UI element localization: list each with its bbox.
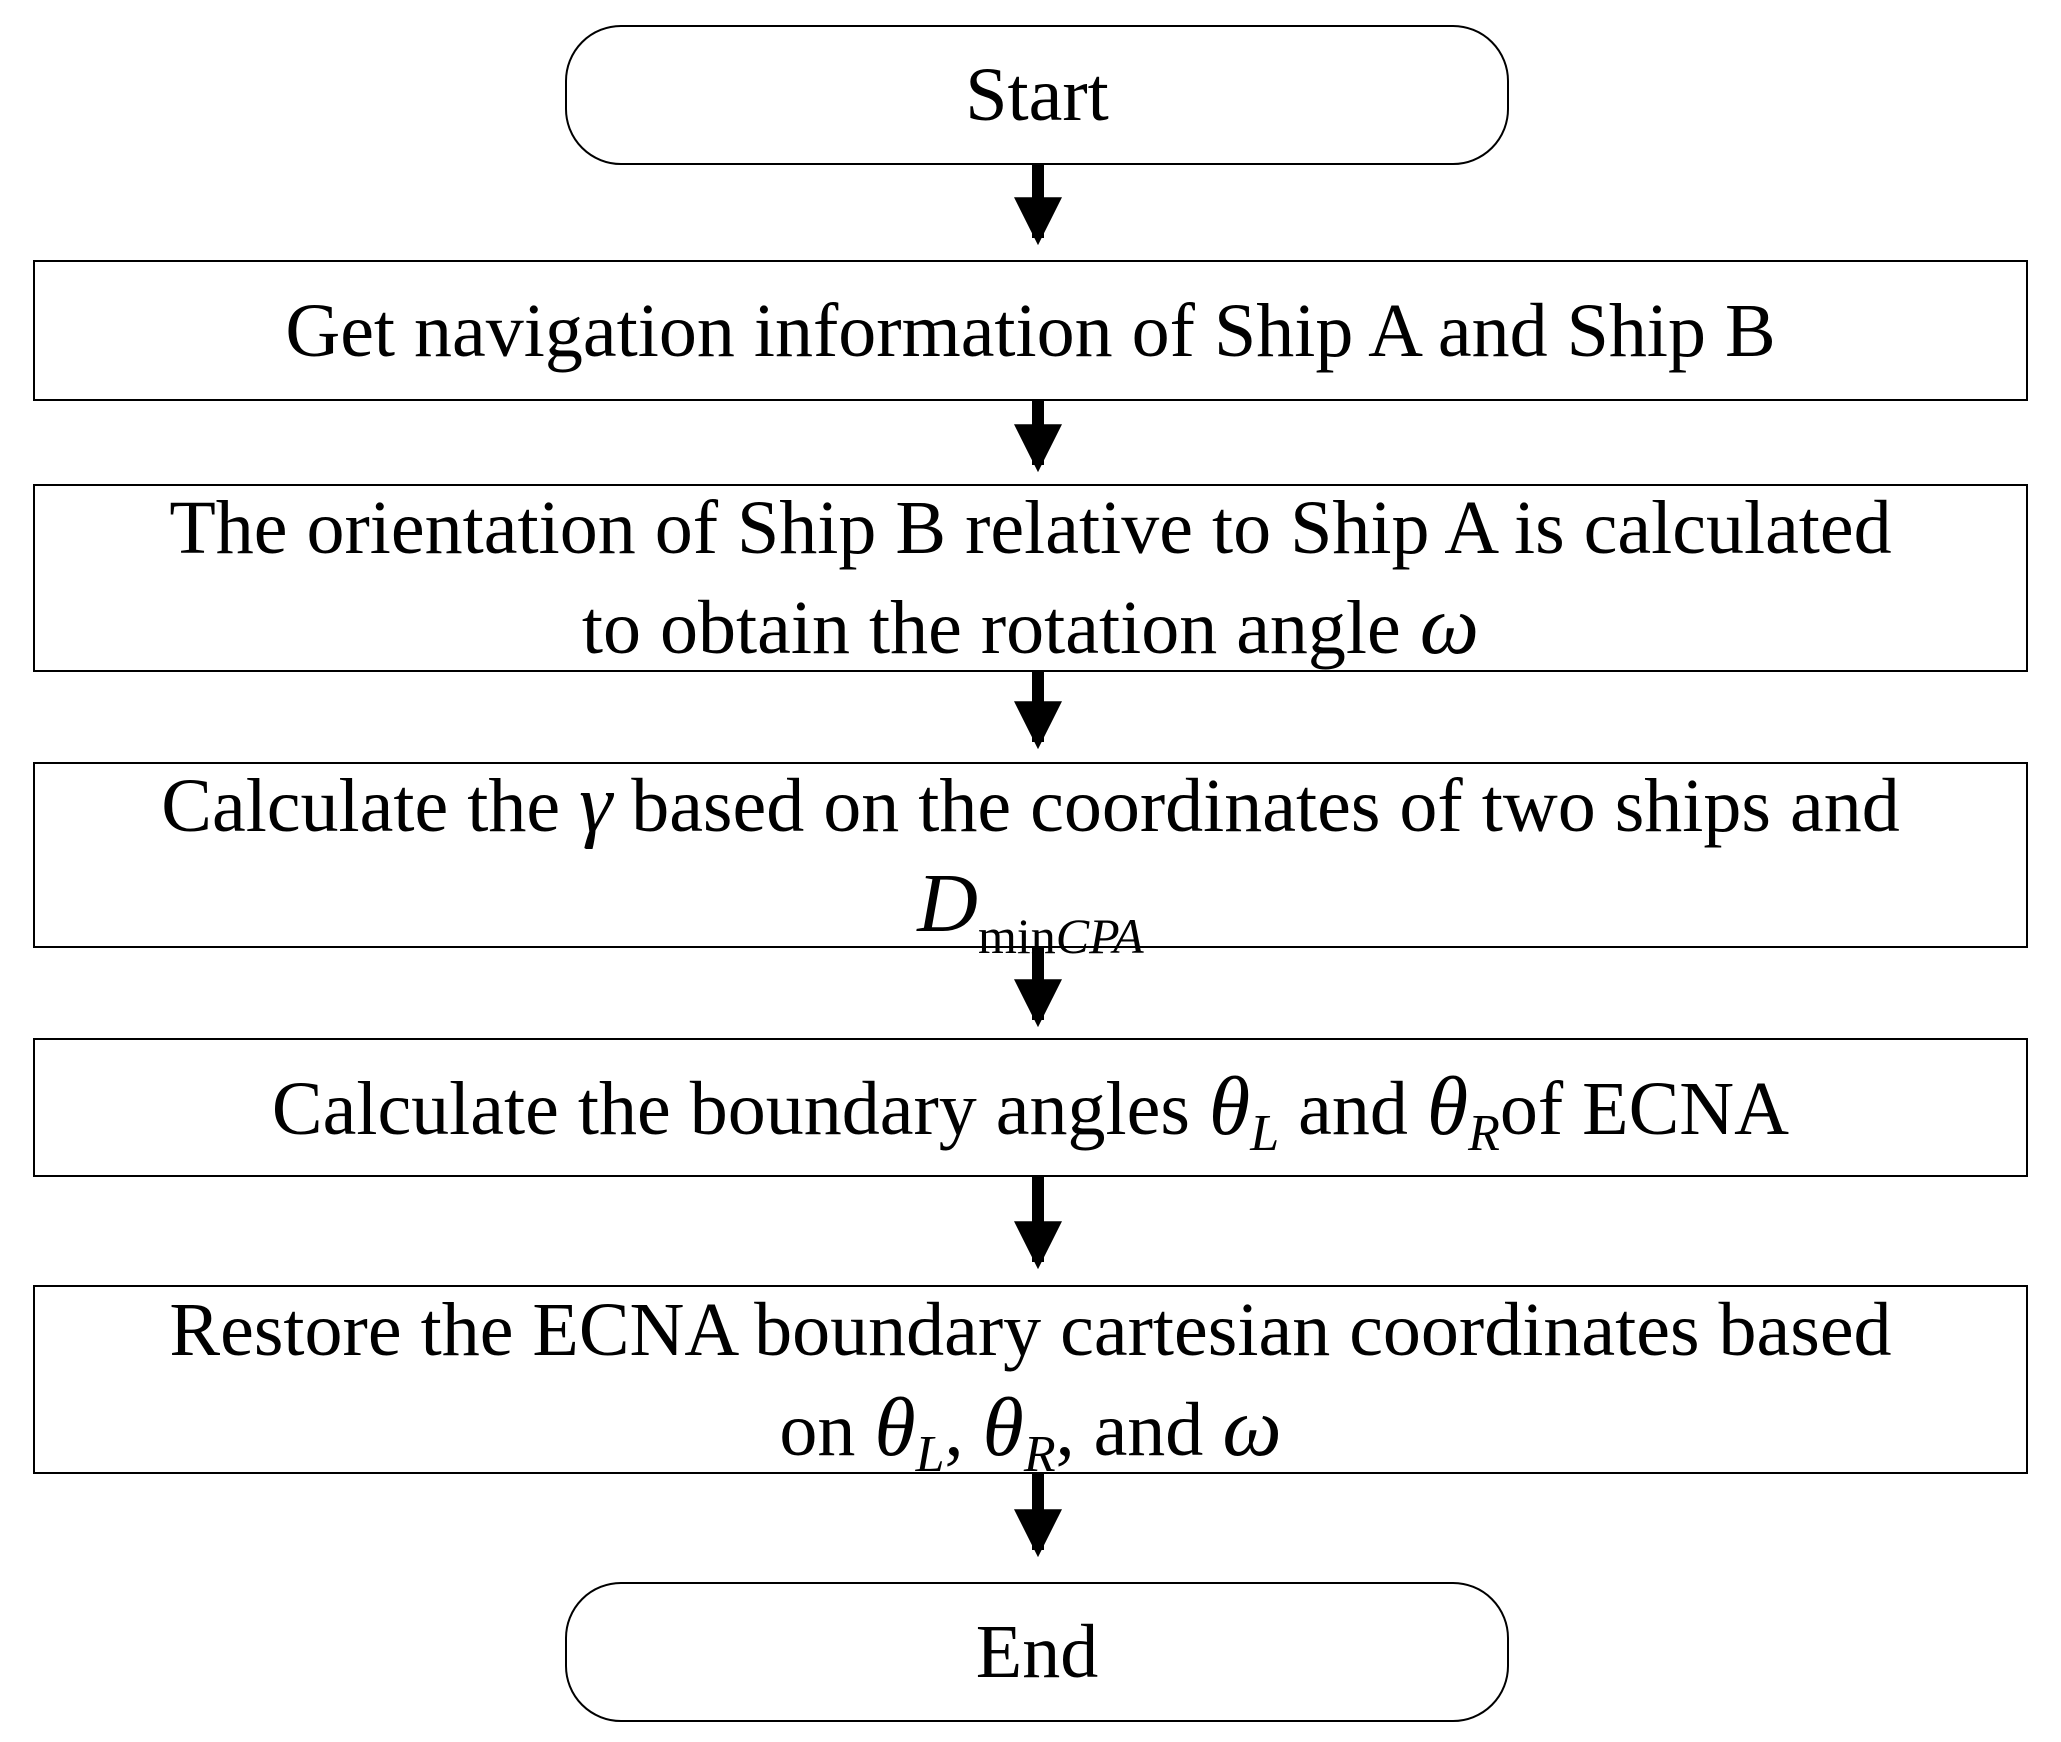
step5-text-on: on [779,1387,875,1472]
step3-line2: DminCPA [917,855,1143,961]
theta-r-subscript-2: R [1023,1425,1056,1483]
theta-l-symbol-2: θ [874,1380,916,1474]
gamma-symbol: γ [579,757,613,850]
start-node: Start [565,25,1509,165]
theta-r-symbol-2: θ [982,1380,1024,1474]
step4-text-and: and [1279,1066,1427,1151]
step2-line1: The orientation of Ship B relative to Sh… [169,486,1892,570]
step-calc-boundary-angles: Calculate the boundary angles θL and θRo… [33,1038,2028,1177]
theta-r-symbol: θ [1426,1059,1469,1153]
theta-l-subscript: L [1250,1104,1280,1162]
step3-line1: Calculate the γ based on the coordinates… [161,755,1899,855]
step-get-navigation-info: Get navigation information of Ship A and… [33,260,2028,401]
step2-line2: to obtain the rotation angle ω [582,577,1479,677]
step5-text-and: , and [1055,1387,1223,1472]
step3-text-b: based on the coordinates of two ships an… [612,764,1900,848]
step3-text-a: Calculate the [161,764,580,848]
step-restore-coordinates: Restore the ECNA boundary cartesian coor… [33,1285,2028,1480]
step4-text-b: of ECNA [1499,1066,1790,1151]
omega-symbol: ω [1419,579,1480,672]
step2-text: to obtain the rotation angle [581,586,1420,670]
d-sub-cpa: CPA [1055,908,1144,964]
d-symbol: D [917,857,978,950]
theta-l-symbol: θ [1208,1059,1251,1153]
theta-r-subscript: R [1468,1104,1500,1162]
theta-l-subscript-2: L [915,1425,945,1483]
step-calc-rotation-angle: The orientation of Ship B relative to Sh… [33,484,2028,672]
step4-line: Calculate the boundary angles θL and θRo… [271,1058,1790,1160]
end-node: End [565,1582,1509,1722]
omega-symbol-2: ω [1222,1380,1282,1474]
step5-line1: Restore the ECNA boundary cartesian coor… [169,1287,1892,1372]
end-label: End [975,1610,1099,1694]
d-subscript: minCPA [978,908,1144,964]
step5-line2: on θL, θR, and ω [779,1379,1282,1481]
step1-label: Get navigation information of Ship A and… [285,288,1776,373]
step5-comma: , [944,1387,983,1472]
step4-text-a: Calculate the boundary angles [271,1066,1209,1151]
start-label: Start [965,53,1109,137]
d-sub-min: min [977,908,1056,964]
step-calc-gamma: Calculate the γ based on the coordinates… [33,757,2028,961]
